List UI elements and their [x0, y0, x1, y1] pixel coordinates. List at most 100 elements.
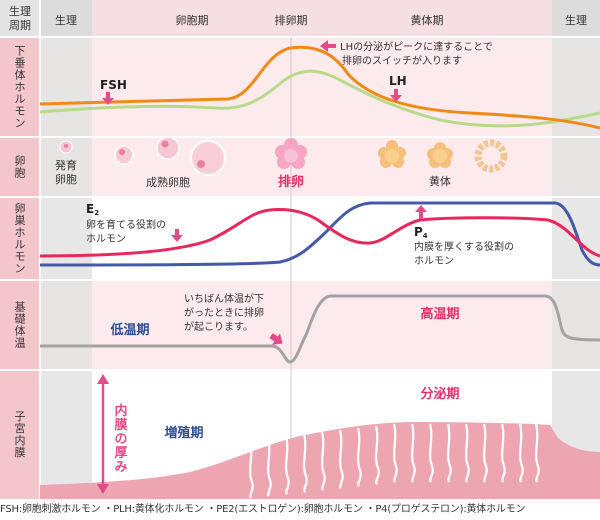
- bbt-low-label: 低温期: [109, 322, 149, 338]
- bbt-arrow-icon: [269, 333, 283, 345]
- lh-label: LH: [389, 74, 407, 88]
- phase-ovulation: 排卵期: [275, 13, 308, 27]
- developing-follicle-label-1: 発育: [55, 158, 77, 172]
- row-label-bbt-char: 温: [15, 336, 26, 349]
- lh-note-line2: 排卵のスイッチが入ります: [342, 54, 462, 67]
- row-label-pituitary-char: ホ: [15, 80, 26, 93]
- endometrium-glands: [248, 423, 540, 499]
- growing-follicle-icon-1: [114, 145, 134, 165]
- e2-arrow-icon: [171, 229, 183, 242]
- header-gray-left: [40, 0, 92, 37]
- row-label-ovarian-char: 卵: [15, 202, 26, 215]
- row-label-ovarian-char: ホ: [15, 226, 26, 239]
- phase-follicular: 卵胞期: [176, 14, 209, 27]
- thickness-arrow-down-icon: [97, 484, 109, 494]
- lh-note-arrow-icon: [320, 40, 336, 52]
- gland-line: [284, 435, 290, 495]
- row-label-uterus-char: 内: [15, 433, 26, 447]
- lh-note-line1: LHの分泌がピークに達することで: [340, 40, 493, 53]
- p4-label: P4: [414, 225, 428, 240]
- lh-arrow-icon: [390, 89, 402, 102]
- thickness-label-text-char: 内: [114, 403, 127, 419]
- thickness-arrow-up-icon: [97, 374, 109, 384]
- gland-line: [266, 437, 272, 497]
- menses-zone-left: [40, 37, 92, 499]
- row-label-uterus-char: 膜: [15, 446, 26, 459]
- row-label-follicle-char: 胞: [15, 166, 26, 179]
- band-follicle: [40, 137, 600, 197]
- band-pituitary: [40, 37, 600, 137]
- corpus-luteum-icon-1: [378, 140, 406, 168]
- mature-follicle-core: [197, 160, 205, 168]
- footer-legend: FSH:卵胞刺激ホルモン ・PLH:黄体化ホルモン ・PE2(エストロゲン):卵…: [0, 499, 600, 520]
- mature-follicle-icon: [190, 140, 226, 176]
- bbt-note-line3: が起こります。: [184, 320, 253, 333]
- corner-label-1: 生理: [9, 4, 31, 18]
- ovulation-burst-icon: [275, 138, 307, 169]
- e2-label: E2: [86, 202, 99, 217]
- row-label-pituitary-char: ン: [15, 116, 26, 129]
- p4-curve: [39, 201, 600, 267]
- growing-follicle-icon-2: [156, 136, 180, 160]
- phase-menses-right: 生理: [565, 13, 587, 27]
- gland-line: [534, 423, 540, 483]
- corpus-luteum-icon-2: [427, 142, 453, 168]
- row-label-follicle-char: 卵: [15, 154, 26, 167]
- corpus-luteum-label: 黄体: [429, 174, 451, 188]
- row-label-follicle: 卵胞: [15, 154, 26, 179]
- row-label-bbt-char: 基: [15, 300, 26, 313]
- header-gray-right: [552, 0, 600, 37]
- row-label-ovarian-char: ン: [15, 262, 26, 275]
- label-column: [0, 37, 40, 499]
- p4-arrow-icon: [415, 205, 427, 219]
- corpus-luteum-ring-icon: [474, 139, 508, 173]
- developing-follicle-core: [64, 144, 68, 148]
- e2-note-line1: 卵を育てる役割の: [86, 218, 166, 231]
- fsh-arrow-icon: [102, 92, 114, 105]
- thickness-label-text-char: 膜: [114, 417, 127, 433]
- gland-line: [518, 423, 524, 483]
- gland-line: [428, 423, 434, 483]
- phase-menses-left: 生理: [55, 13, 77, 27]
- row-label-uterus-char: 子: [15, 410, 26, 423]
- gland-line: [500, 423, 506, 483]
- gland-line: [464, 423, 470, 483]
- gland-line: [410, 423, 416, 483]
- fsh-curve: [39, 69, 600, 128]
- gland-line: [482, 423, 488, 483]
- proliferative-label: 増殖期: [164, 425, 203, 441]
- row-label-uterus-char: 宮: [15, 421, 26, 435]
- endometrium-shape: [40, 422, 600, 499]
- bbt-high-label: 高温期: [420, 306, 459, 322]
- mature-follicle-label: 成熟卵胞: [146, 175, 190, 189]
- row-label-pituitary-char: 下: [15, 44, 26, 57]
- bbt-curve: [40, 294, 600, 364]
- growing-follicle-core-2: [161, 140, 169, 148]
- thickness-label-text-char: 厚: [114, 445, 127, 461]
- row-label-ovarian-char: ル: [15, 238, 26, 251]
- e2-note-line2: ホルモン: [86, 233, 126, 245]
- row-label-pituitary-char: ル: [15, 92, 26, 105]
- header-band: [0, 0, 600, 37]
- fsh-label: FSH: [100, 78, 127, 92]
- gland-line: [302, 433, 308, 493]
- thickness-label-text-char: の: [114, 432, 127, 447]
- row-label-pituitary-char: 体: [15, 67, 26, 81]
- lh-curve: [39, 45, 600, 130]
- row-label-pituitary-char: 垂: [15, 56, 26, 69]
- bbt-note-line1: いちばん体温が下: [184, 292, 264, 305]
- p4-note-line2: ホルモン: [414, 255, 454, 267]
- e2-curve: [39, 208, 600, 258]
- corner-label-2: 周期: [9, 19, 31, 32]
- p4-note-line1: 内膜を厚くする役割の: [414, 240, 514, 253]
- ovulation-label: 排卵: [278, 174, 304, 190]
- row-label-pituitary-char: モ: [15, 104, 26, 117]
- gland-line: [356, 427, 362, 487]
- row-label-bbt-char: 礎: [15, 312, 26, 325]
- bbt-note-line2: がったときに排卵: [184, 306, 264, 319]
